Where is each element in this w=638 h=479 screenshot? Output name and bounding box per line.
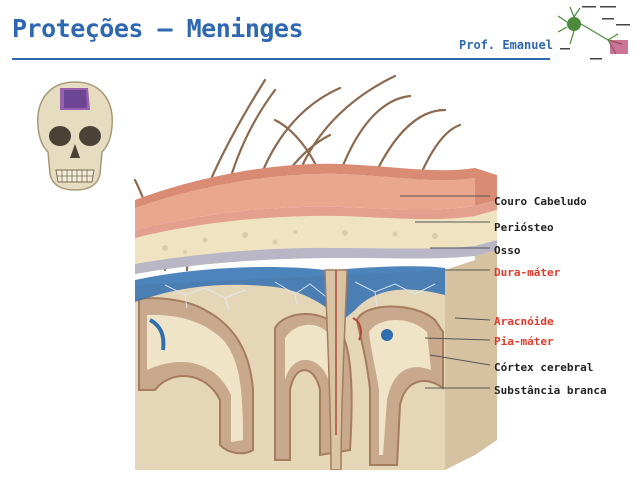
- author-name: Prof. Emanuel: [459, 38, 553, 52]
- label-couro-cabeludo: Couro Cabeludo: [494, 195, 587, 208]
- neuron-logo-icon: [556, 4, 632, 66]
- label-cortex-cerebral: Córtex cerebral: [494, 361, 593, 374]
- label-aracnoide: Aracnóide: [494, 315, 554, 328]
- title-underline: [12, 58, 550, 60]
- skull-icon: [30, 78, 120, 203]
- label-substancia-branca: Substância branca: [494, 384, 607, 397]
- label-osso: Osso: [494, 244, 521, 257]
- label-dura-mater: Dura-máter: [494, 266, 560, 279]
- label-periosteo: Periósteo: [494, 221, 554, 234]
- page-title: Proteções – Meninges: [12, 14, 303, 43]
- label-pia-mater: Pia-máter: [494, 335, 554, 348]
